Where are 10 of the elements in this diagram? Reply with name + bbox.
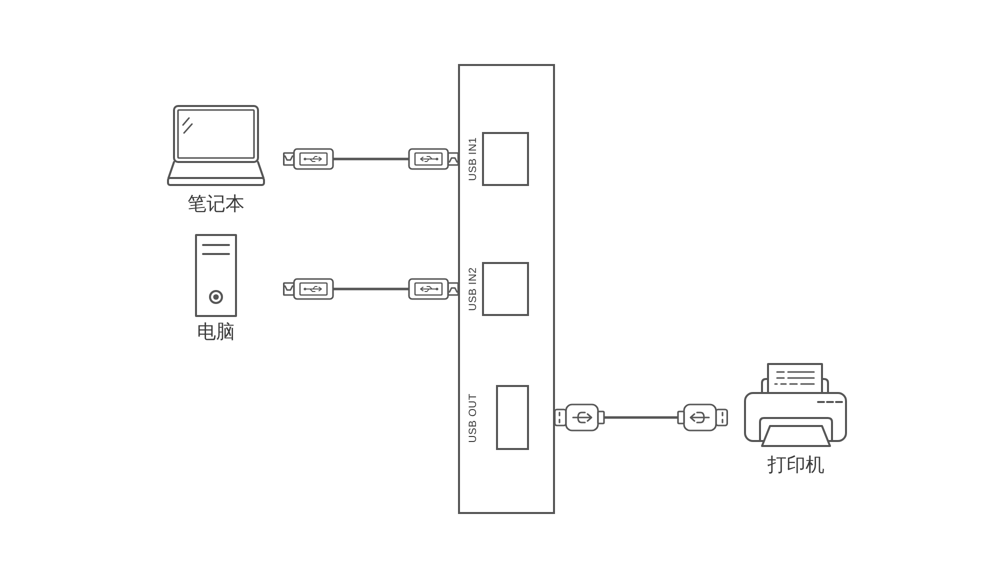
usb-cable xyxy=(283,278,459,300)
port-label: USB OUT xyxy=(467,392,479,442)
usb-cable xyxy=(283,148,459,170)
port-label: USB IN1 xyxy=(467,137,479,181)
device-label: 笔记本 xyxy=(188,193,244,215)
device-box xyxy=(458,64,555,514)
device-label: 电脑 xyxy=(197,321,235,343)
device-label: 打印机 xyxy=(768,454,824,476)
port-label: USB IN2 xyxy=(467,267,479,311)
usb-cable xyxy=(554,404,728,432)
